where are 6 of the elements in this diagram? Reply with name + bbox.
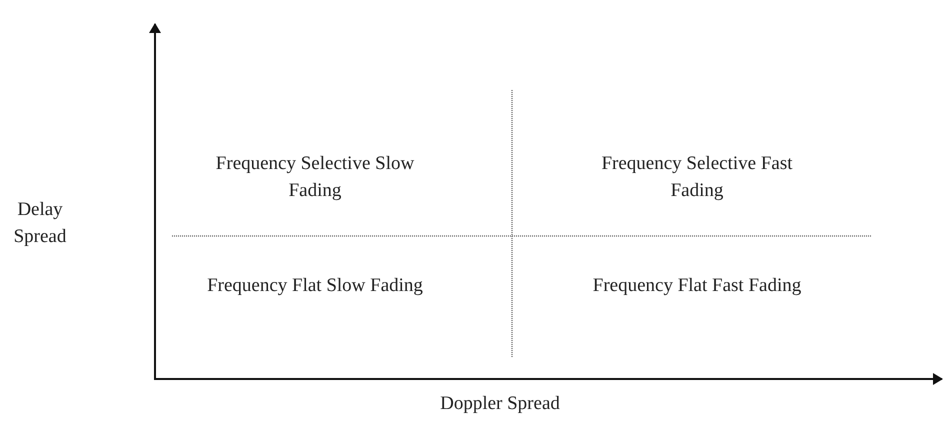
quadrant-label: Frequency Selective Slow Fading <box>214 152 416 203</box>
quadrant-label: Frequency Selective Fast Fading <box>600 152 794 203</box>
quadrant-label: Frequency Flat Fast Fading <box>592 274 802 298</box>
axis-label: Doppler Spread <box>439 392 561 416</box>
axis-label: Delay Spread <box>12 198 68 249</box>
quadrant-label: Frequency Flat Slow Fading <box>206 274 424 298</box>
